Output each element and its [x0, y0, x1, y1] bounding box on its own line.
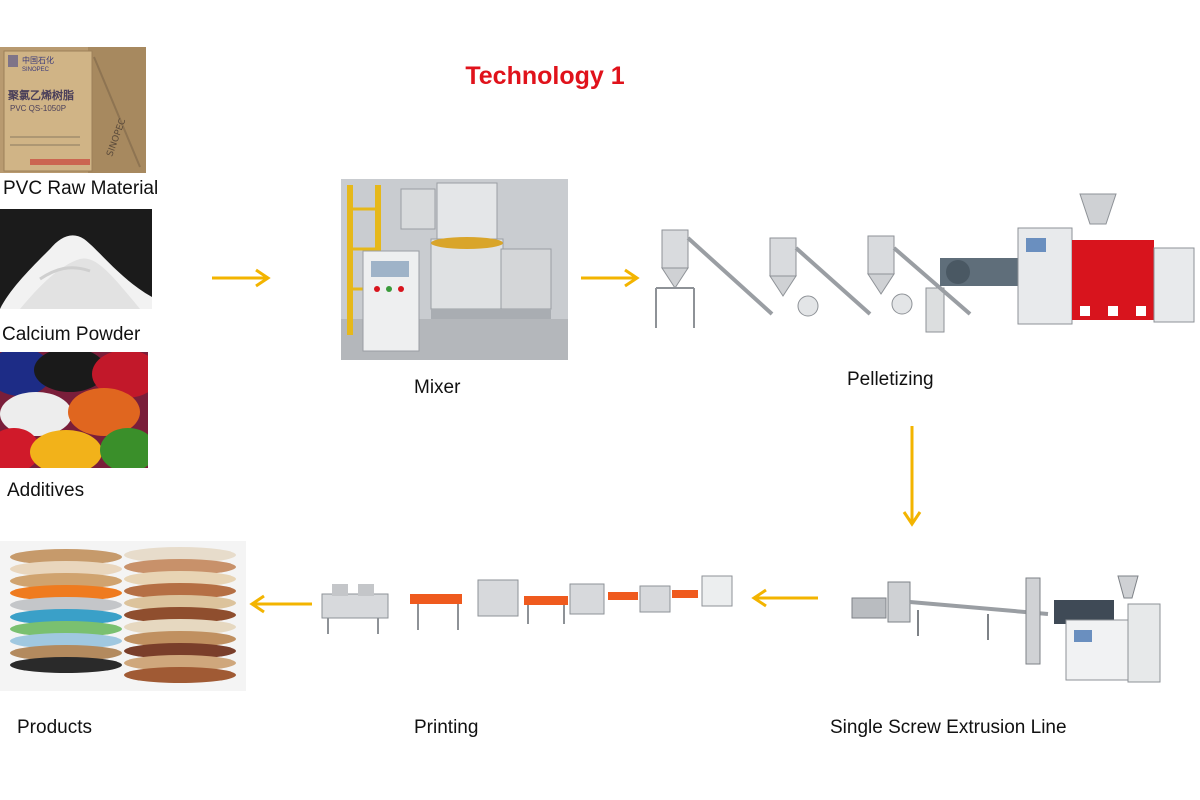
svg-text:SINOPEC: SINOPEC — [22, 67, 50, 73]
diagram-title: Technology 1 — [465, 62, 625, 90]
extrusion-line-label: Single Screw Extrusion Line — [830, 717, 1067, 738]
additives-image — [0, 352, 148, 468]
extrusion-line-image — [848, 570, 1166, 688]
pvc-raw-material-image: 中国石化 SINOPEC 聚氯乙烯树脂 PVC QS-1050P SINOPEC — [0, 47, 146, 173]
products-label: Products — [17, 717, 92, 738]
arrow-right-icon — [210, 268, 272, 288]
calcium-powder-label: Calcium Powder — [2, 324, 141, 345]
arrow-left-icon — [248, 594, 314, 614]
svg-text:聚氯乙烯树脂: 聚氯乙烯树脂 — [7, 88, 74, 102]
mixer-label: Mixer — [414, 377, 461, 398]
svg-text:中国石化: 中国石化 — [22, 55, 54, 65]
pelletizing-label: Pelletizing — [847, 369, 934, 390]
svg-text:PVC QS-1050P: PVC QS-1050P — [10, 104, 66, 113]
arrow-left-icon — [750, 588, 820, 608]
printing-line-image — [318, 572, 738, 638]
arrow-right-icon — [579, 268, 641, 288]
products-image — [0, 541, 246, 691]
pvc-raw-material-label: PVC Raw Material — [3, 178, 159, 199]
additives-label: Additives — [7, 480, 85, 501]
pelletizing-line-image — [640, 178, 1200, 346]
arrow-down-icon — [902, 424, 922, 528]
calcium-powder-image — [0, 209, 152, 309]
printing-label: Printing — [414, 717, 479, 738]
mixer-image — [341, 179, 568, 360]
